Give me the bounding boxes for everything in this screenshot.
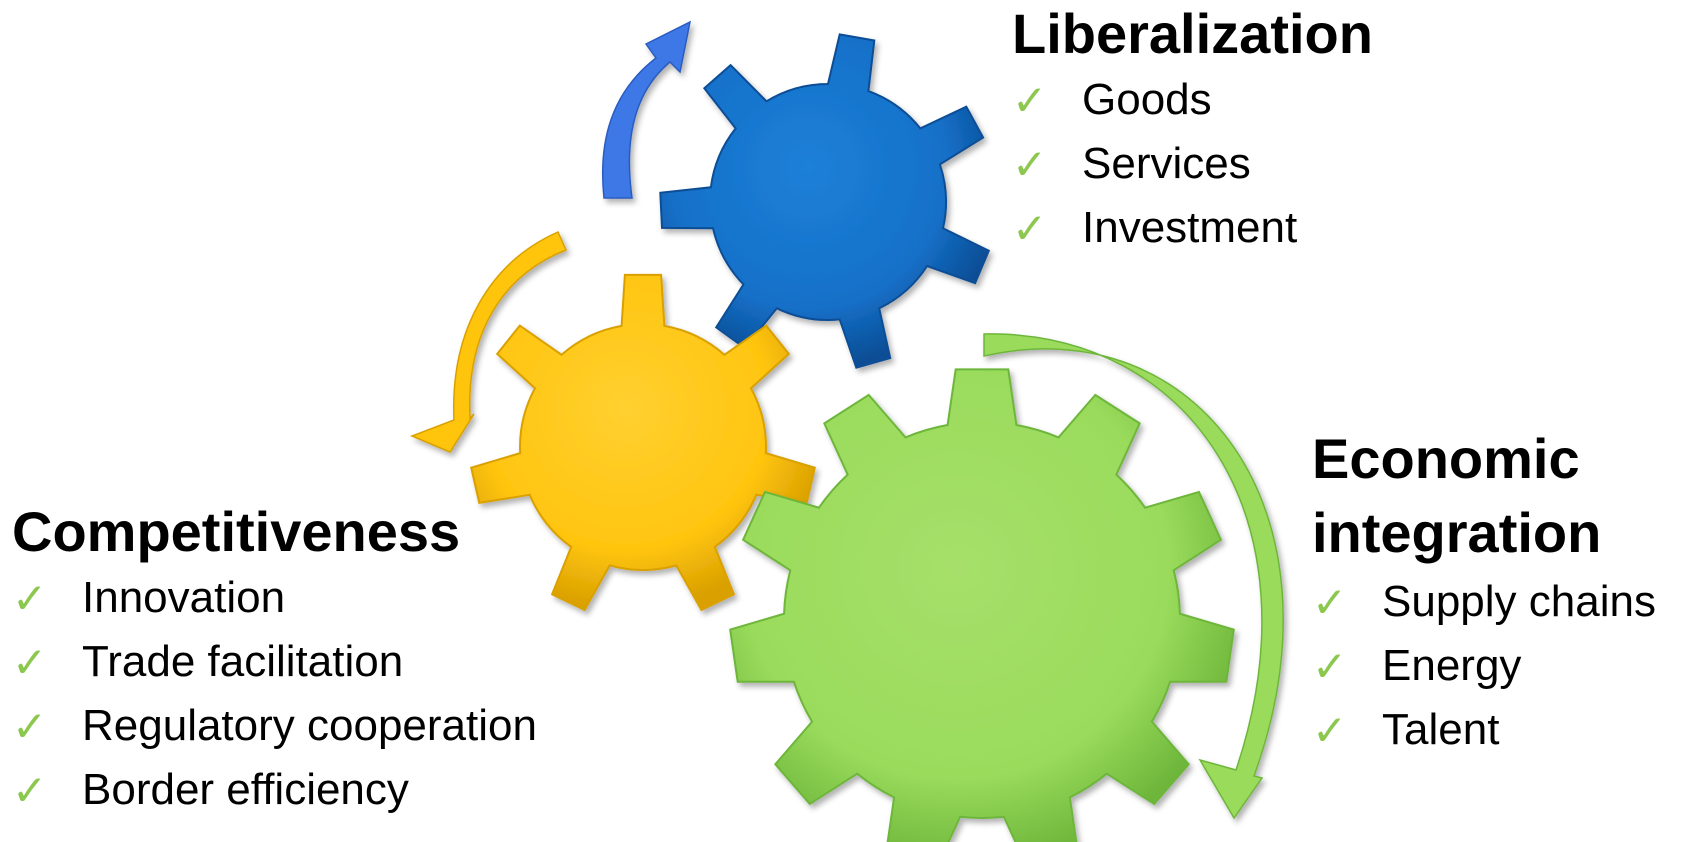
heading-line-2: integration [1312,501,1602,564]
competitiveness-list: ✓ Innovation ✓ Trade facilitation ✓ Regu… [12,566,537,822]
arrow-shape [601,20,692,199]
list-item: ✓ Innovation [12,566,537,630]
list-item: ✓ Talent [1312,698,1656,762]
check-icon: ✓ [1312,705,1348,755]
list-item: ✓ Border efficiency [12,758,537,822]
yellow-gear-icon [470,273,816,612]
check-icon: ✓ [12,701,48,751]
competitiveness-block: Competitiveness ✓ Innovation ✓ Trade fac… [12,498,537,822]
check-icon: ✓ [1012,139,1048,189]
list-item: ✓ Trade facilitation [12,630,537,694]
list-item: ✓ Goods [1012,68,1373,132]
check-icon: ✓ [1012,203,1048,253]
yellow-curved-arrow-icon [409,231,568,453]
arrow-shape [409,231,568,453]
list-item-label: Innovation [82,573,286,622]
blue-curved-arrow-icon [601,20,692,199]
liberalization-heading: Liberalization [1012,2,1373,65]
list-item-label: Regulatory cooperation [82,701,537,750]
economic-integration-heading: Economic integration [1312,422,1656,570]
list-item-label: Services [1082,139,1251,188]
gear-shape [729,368,1235,842]
check-icon: ✓ [1312,641,1348,691]
check-icon: ✓ [1012,75,1048,125]
check-icon: ✓ [12,765,48,815]
list-item-label: Talent [1382,705,1500,754]
gear-shape [659,33,991,369]
gear-shape [470,273,816,612]
liberalization-block: Liberalization ✓ Goods ✓ Services ✓ Inve… [1012,0,1373,260]
list-item: ✓ Investment [1012,196,1373,260]
list-item: ✓ Regulatory cooperation [12,694,537,758]
blue-gear-icon [659,33,991,369]
list-item-label: Trade facilitation [82,637,404,686]
economic-integration-list: ✓ Supply chains ✓ Energy ✓ Talent [1312,570,1656,762]
list-item: ✓ Energy [1312,634,1656,698]
list-item-label: Supply chains [1382,577,1656,626]
check-icon: ✓ [12,637,48,687]
green-curved-arrow-icon [983,333,1284,820]
green-gear-icon [729,368,1235,842]
check-icon: ✓ [1312,577,1348,627]
list-item-label: Border efficiency [82,765,409,814]
list-item-label: Investment [1082,203,1298,252]
economic-integration-block: Economic integration ✓ Supply chains ✓ E… [1312,422,1656,762]
arrow-shape [983,333,1284,820]
competitiveness-heading: Competitiveness [12,500,461,563]
list-item-label: Energy [1382,641,1522,690]
list-item: ✓ Services [1012,132,1373,196]
list-item: ✓ Supply chains [1312,570,1656,634]
list-item-label: Goods [1082,75,1212,124]
liberalization-list: ✓ Goods ✓ Services ✓ Investment [1012,68,1373,260]
heading-line-1: Economic [1312,427,1580,490]
check-icon: ✓ [12,573,48,623]
